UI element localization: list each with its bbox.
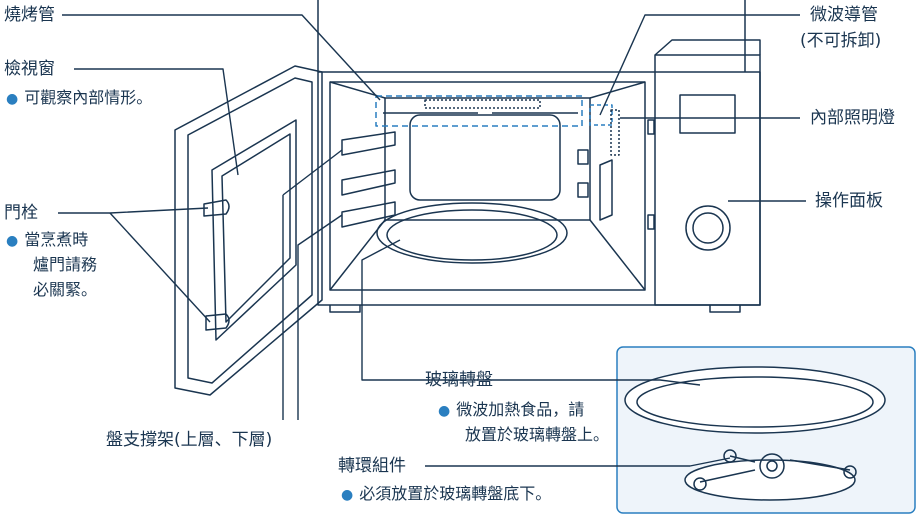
label-roller-ring: 轉環組件 [338, 456, 406, 476]
bullet-icon: ● [341, 487, 354, 503]
note-glass-tray: ● 微波加熱食品，請 放置於玻璃轉盤上。 [438, 398, 609, 448]
leader-lines [58, 14, 806, 467]
label-grill-tube: 燒烤管 [4, 5, 55, 25]
microwave-door [174, 65, 396, 396]
note-door-latch-line-3: 必關緊。 [33, 279, 98, 299]
note-roller-ring-text: 必須放置於玻璃轉盤底下。 [359, 484, 552, 503]
label-viewing-window: 檢視窗 [4, 59, 55, 79]
note-glass-tray-line-2: 放置於玻璃轉盤上。 [465, 424, 610, 444]
bullet-icon: ● [6, 233, 19, 249]
note-door-latch: ● 當烹煮時 爐門請務 必關緊。 [6, 228, 97, 302]
note-roller-ring: ● 必須放置於玻璃轉盤底下。 [341, 482, 551, 507]
label-door-latch: 門栓 [4, 203, 38, 223]
note-glass-tray-line-1: ● 微波加熱食品，請 [438, 398, 609, 423]
label-waveguide: 微波導管 [810, 5, 878, 25]
note-door-latch-line-1: ● 當烹煮時 [6, 228, 97, 253]
label-control-panel: 操作面板 [815, 191, 883, 211]
label-waveguide-note: (不可拆卸) [800, 31, 882, 51]
label-rack-supports: 盤支撐架(上層、下層) [106, 430, 273, 450]
note-glass-tray-line-1-text: 微波加熱食品，請 [456, 400, 585, 419]
turntable-inset [616, 346, 916, 514]
microwave-body [317, 0, 761, 313]
label-interior-light: 內部照明燈 [810, 108, 895, 128]
note-door-latch-line-2: 爐門請務 [33, 254, 98, 274]
label-glass-tray: 玻璃轉盤 [425, 370, 493, 390]
note-viewing-window: ● 可觀察內部情形。 [6, 86, 152, 111]
bullet-icon: ● [438, 403, 451, 419]
note-door-latch-line-1-text: 當烹煮時 [24, 230, 89, 249]
note-viewing-window-text: 可觀察內部情形。 [24, 88, 153, 107]
bullet-icon: ● [6, 91, 19, 107]
